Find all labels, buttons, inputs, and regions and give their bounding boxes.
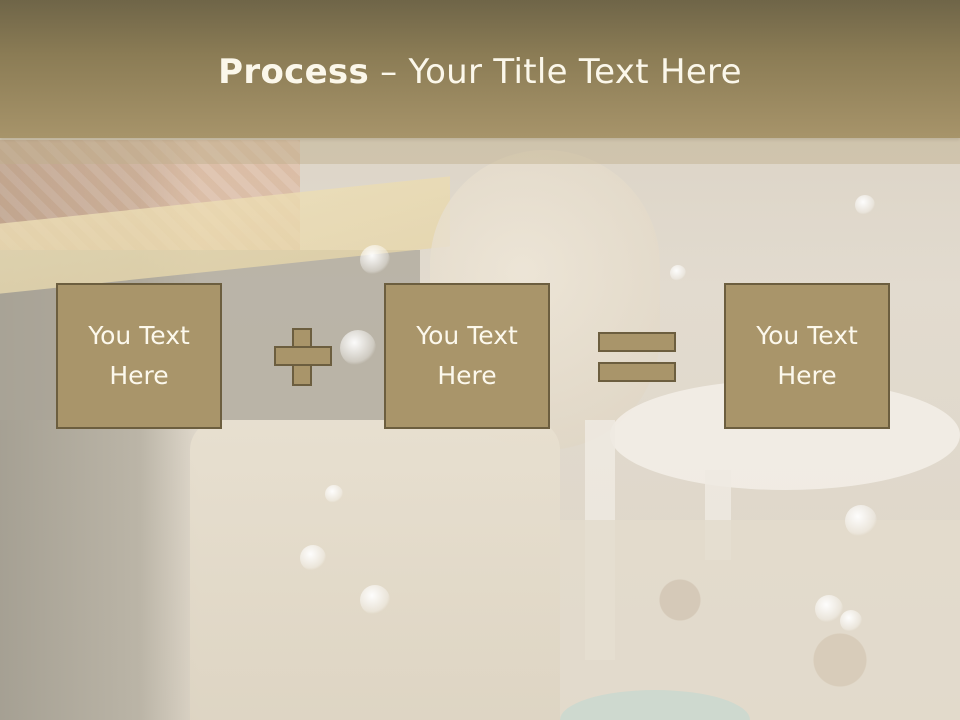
photo-rug (560, 520, 960, 720)
title-bar (0, 0, 960, 138)
slide-title[interactable]: Process – Your Title Text Here (0, 52, 960, 92)
bubble-decoration (855, 195, 875, 215)
title-bold: Process (218, 52, 370, 92)
bubble-decoration (340, 330, 376, 366)
bubble-decoration (360, 245, 390, 275)
bubble-decoration (300, 545, 326, 571)
bubble-decoration (845, 505, 877, 537)
process-step-3[interactable]: You Text Here (724, 283, 890, 429)
title-bar-strip (0, 138, 960, 164)
photo-sofa (190, 420, 560, 720)
process-step-2[interactable]: You Text Here (384, 283, 550, 429)
title-rest: – Your Title Text Here (369, 52, 742, 92)
process-step-1[interactable]: You Text Here (56, 283, 222, 429)
bubble-decoration (670, 265, 686, 281)
bubble-decoration (815, 595, 843, 623)
bubble-decoration (325, 485, 343, 503)
bubble-decoration (360, 585, 390, 615)
bubble-decoration (840, 610, 862, 632)
